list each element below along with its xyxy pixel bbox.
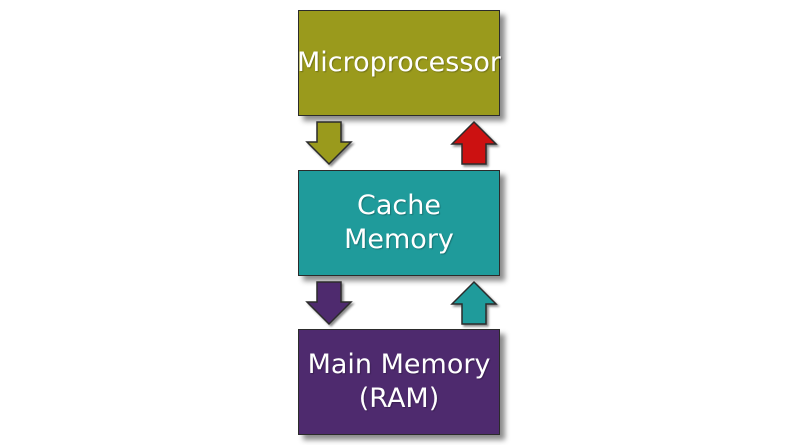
main-memory-box: Main Memory (RAM) xyxy=(298,329,500,435)
microprocessor-to-cache-arrow xyxy=(305,121,353,166)
microprocessor-label: Microprocessor xyxy=(296,47,502,78)
main-memory-label: Main Memory xyxy=(307,349,491,380)
down-arrow-icon xyxy=(305,280,353,326)
cache-to-microprocessor-arrow xyxy=(450,120,498,165)
microprocessor-box: Microprocessor xyxy=(296,10,502,116)
up-arrow-icon xyxy=(450,120,498,166)
main-memory-to-cache-arrow xyxy=(450,280,498,325)
cache-memory-box: Cache Memory xyxy=(298,170,500,276)
cache-to-main-memory-arrow xyxy=(305,281,353,326)
main-memory-sublabel: (RAM) xyxy=(358,383,440,414)
cache-memory-label: Cache Memory xyxy=(344,190,454,255)
down-arrow-icon xyxy=(305,120,353,166)
up-arrow-icon xyxy=(450,280,498,326)
